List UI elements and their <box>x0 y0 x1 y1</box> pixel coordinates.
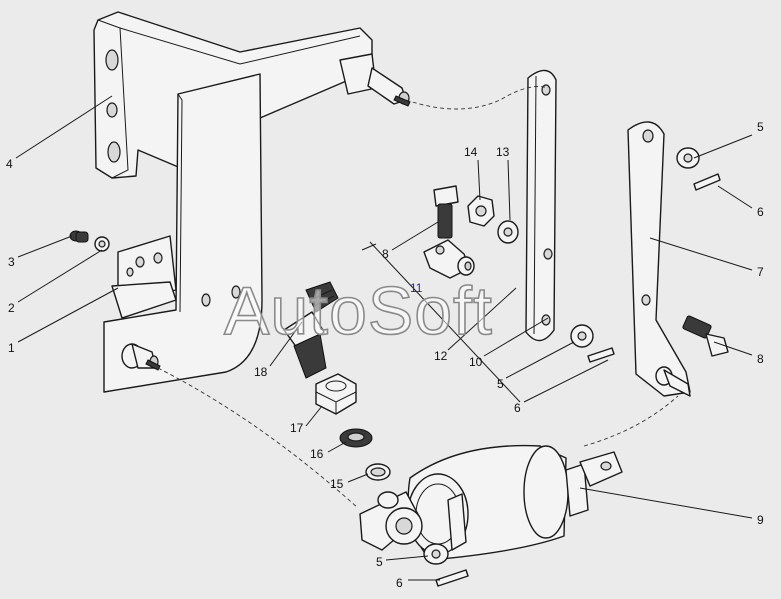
callout-label-c8b: 8 <box>382 247 389 261</box>
callout-label-c6b: 6 <box>514 401 521 415</box>
leader-line-c8a <box>713 341 753 356</box>
callout-label-c8a: 8 <box>757 352 764 366</box>
callout-label-c13: 13 <box>496 145 510 159</box>
leader-line-c16 <box>327 441 347 453</box>
cylinder-part-9 <box>359 444 623 561</box>
callout-label-c7: 7 <box>757 265 764 279</box>
assembly-guide-lines <box>361 241 521 403</box>
washer-part-2 <box>94 236 110 252</box>
leader-line-c17 <box>305 405 323 427</box>
leader-line-c8b <box>391 221 439 251</box>
callout-label-c5b: 5 <box>497 377 504 391</box>
mounting-plate <box>103 73 263 393</box>
threaded-bolt-part-18 <box>283 281 339 379</box>
leader-line-c5b <box>505 341 575 379</box>
washer-part-5-right <box>676 147 700 169</box>
fork-part-11 <box>423 239 475 279</box>
leader-line-c10 <box>483 317 549 357</box>
cotter-pin-part-6-middle <box>587 347 615 363</box>
leader-line-c15 <box>347 473 369 483</box>
callout-label-c12: 12 <box>434 349 448 363</box>
leader-line-c2 <box>17 249 103 303</box>
cotter-pin-part-6-bottom <box>435 569 469 587</box>
washer-part-16 <box>339 428 373 448</box>
nut-part-17 <box>315 373 357 415</box>
leader-line-c1 <box>17 287 119 343</box>
callout-label-c2: 2 <box>8 301 15 315</box>
leader-line-c14 <box>477 159 481 201</box>
callout-label-c16: 16 <box>310 447 324 461</box>
ring-part-15 <box>365 463 391 481</box>
callout-label-c4: 4 <box>6 157 13 171</box>
leader-line-c12 <box>447 287 517 351</box>
callout-label-c15: 15 <box>330 477 344 491</box>
leader-line-c9 <box>579 487 753 519</box>
callout-label-c5a: 5 <box>757 120 764 134</box>
leader-line-c3 <box>17 235 73 258</box>
leader-line-c7 <box>649 237 753 271</box>
callout-label-c3: 3 <box>8 255 15 269</box>
cotter-pin-part-6-right <box>693 173 721 191</box>
washer-part-5-middle <box>570 324 594 348</box>
bolt-part-8-upper <box>433 185 459 239</box>
lever-part-10 <box>525 69 557 342</box>
leader-line-c4 <box>15 95 113 159</box>
callout-label-c11: 11 <box>410 281 423 295</box>
callout-label-c6a: 6 <box>757 205 764 219</box>
callout-label-c6c: 6 <box>396 576 403 590</box>
callout-label-c9: 9 <box>757 513 764 527</box>
lever-part-7 <box>627 121 691 397</box>
bolt-part-8-right <box>682 315 729 357</box>
callout-label-c5c: 5 <box>376 555 383 569</box>
leader-line-c6b <box>523 359 609 403</box>
callout-label-c14: 14 <box>464 145 478 159</box>
leader-line-c6a <box>717 185 753 209</box>
washer-part-5-bottom <box>423 543 449 565</box>
nut-part-14 <box>467 195 495 227</box>
callout-label-c10: 10 <box>469 355 483 369</box>
leader-line-c13 <box>507 159 511 221</box>
screw-part-3 <box>69 230 89 243</box>
callout-label-c17: 17 <box>290 421 304 435</box>
callout-label-c1: 1 <box>8 341 15 355</box>
small-bracket-part-1 <box>111 235 177 319</box>
callout-label-c18: 18 <box>254 365 268 379</box>
assembly-dashed-lines <box>157 86 679 509</box>
leader-line-c18 <box>269 321 303 367</box>
leader-line-c5c <box>385 555 429 561</box>
leader-line-c5a <box>693 134 753 159</box>
washer-part-13 <box>497 220 519 244</box>
watermark: AutoSoft <box>224 273 493 349</box>
